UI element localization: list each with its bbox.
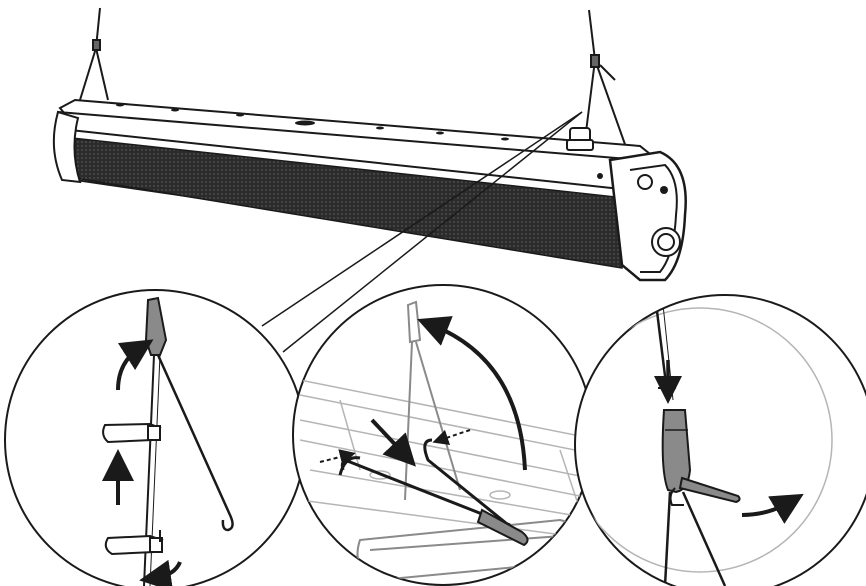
callout-lines bbox=[261, 111, 583, 353]
right-end-cap bbox=[608, 150, 687, 282]
detail-circle-1 bbox=[4, 289, 306, 586]
left-suspension-cable bbox=[79, 7, 109, 101]
right-suspension-cable bbox=[584, 9, 628, 151]
release-pin bbox=[678, 476, 741, 504]
cable-clip-upper bbox=[102, 422, 162, 444]
insert-arrow-icon bbox=[370, 418, 416, 467]
end-cap-connector bbox=[597, 173, 681, 257]
rotate-arrow-large-icon bbox=[417, 316, 527, 471]
rotate-arrow-icon bbox=[116, 339, 154, 391]
left-end-cap bbox=[52, 110, 82, 184]
pull-out-arrow-icon bbox=[741, 493, 804, 524]
speaker-fixture bbox=[52, 7, 687, 282]
hook-grip bbox=[476, 508, 529, 547]
rail-holes bbox=[116, 103, 509, 141]
detail-circle-3 bbox=[574, 294, 866, 586]
rotate-down-arrow-icon bbox=[139, 559, 182, 586]
cable-clip-lower bbox=[104, 530, 164, 556]
cable-gland bbox=[566, 127, 594, 151]
detail-circle-2 bbox=[292, 284, 594, 586]
